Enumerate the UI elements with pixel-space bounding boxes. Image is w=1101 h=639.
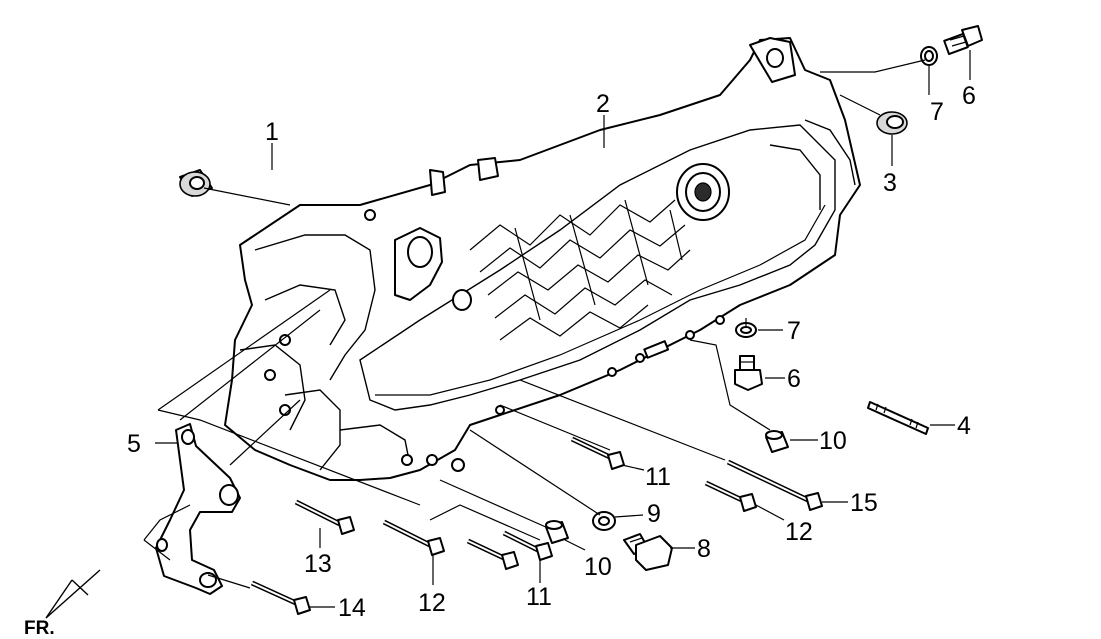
bolt-11-lower-b — [502, 530, 553, 561]
bolt-12-right — [704, 480, 757, 512]
front-direction-label: FR. — [24, 618, 55, 639]
callout-7-top: 7 — [930, 98, 944, 126]
callout-labels: 1 2 3 4 5 6 6 7 7 8 9 10 10 11 11 12 12 … — [127, 82, 976, 622]
part-5-bracket — [155, 423, 241, 595]
callout-11-upper: 11 — [645, 463, 671, 491]
bolt-15 — [726, 459, 823, 511]
callout-5: 5 — [127, 430, 141, 458]
callout-14: 14 — [338, 594, 366, 622]
callout-6-top: 6 — [962, 82, 976, 110]
part-6-drain-bolt-mid — [734, 355, 763, 391]
part-3-bushing — [876, 111, 908, 135]
callout-15: 15 — [850, 489, 878, 517]
callout-7-mid: 7 — [787, 317, 801, 345]
callout-3: 3 — [883, 169, 897, 197]
bolt-14 — [250, 580, 311, 615]
callout-6-mid: 6 — [787, 365, 801, 393]
leader-lines — [143, 50, 971, 608]
part-4-stud — [867, 401, 929, 435]
part-10-dowel-right — [765, 430, 789, 453]
cooling-fins — [469, 199, 691, 341]
bolt-11-lower-a — [466, 538, 519, 570]
callout-8: 8 — [697, 535, 711, 563]
bolt-11-upper — [570, 436, 625, 470]
part-6-drain-bolt-top — [943, 25, 983, 55]
part-10-dowel-bottom — [545, 520, 569, 544]
callout-10-right: 10 — [819, 427, 847, 455]
part-9-washer — [592, 511, 616, 531]
part-7-washer-mid — [735, 322, 757, 338]
callout-2: 2 — [596, 90, 610, 118]
bolt-12-bottom — [382, 519, 445, 556]
callout-4: 4 — [957, 412, 971, 440]
callout-11-lower: 11 — [526, 583, 552, 611]
callout-10-bottom: 10 — [584, 553, 612, 581]
crankcase-left-half — [224, 37, 861, 481]
callout-12-right: 12 — [785, 518, 813, 546]
callout-12-bottom: 12 — [418, 589, 446, 617]
callout-1: 1 — [265, 118, 279, 146]
part-8-drain-plug — [623, 533, 673, 571]
part-1-bushing — [179, 169, 213, 197]
part-7-washer-top — [920, 46, 938, 66]
callout-9: 9 — [647, 500, 661, 528]
bolt-13 — [294, 499, 355, 535]
callout-13: 13 — [304, 550, 332, 578]
front-direction-indicator: FR. — [24, 569, 101, 639]
